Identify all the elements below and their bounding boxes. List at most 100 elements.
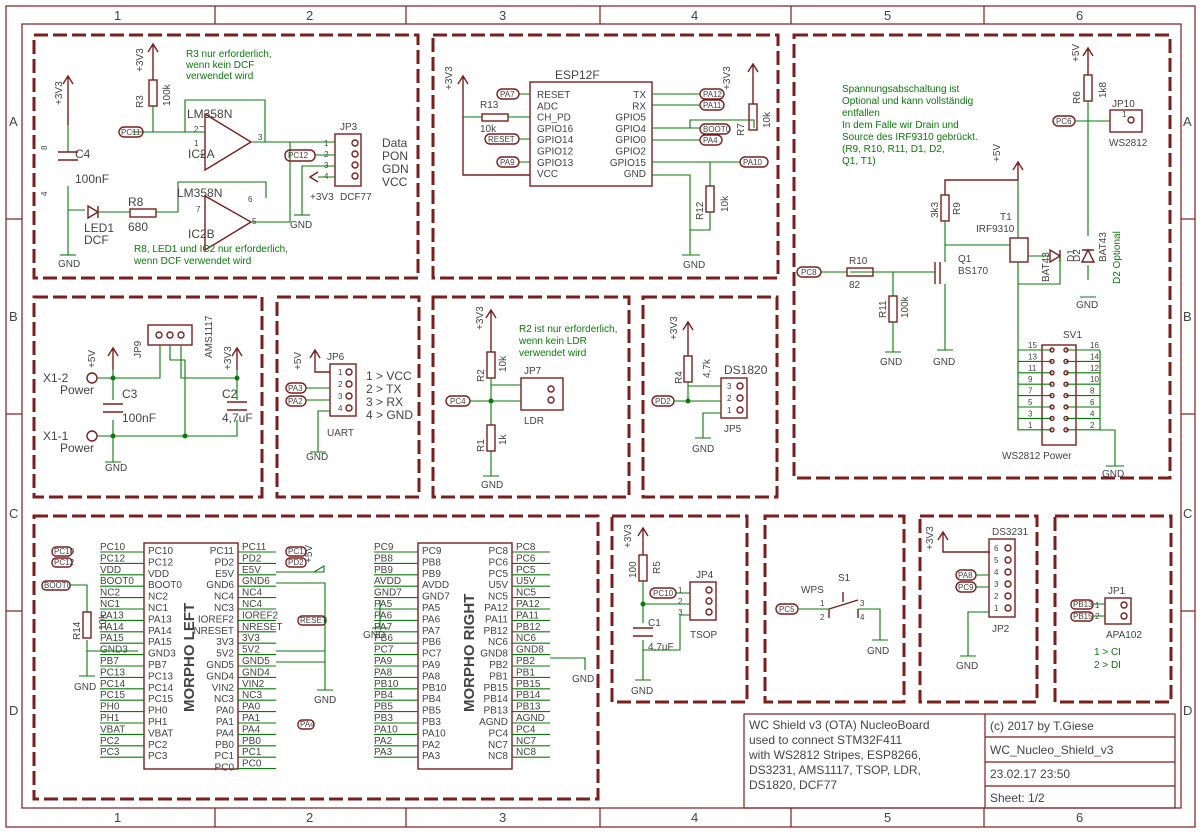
mleft-outer-left: VDD bbox=[100, 565, 121, 576]
svg-text:APA102: APA102 bbox=[1106, 630, 1142, 641]
mleft-outer-right: NC4 bbox=[242, 588, 262, 599]
mleft-outer-right: 3V3 bbox=[242, 633, 260, 644]
svg-text:2: 2 bbox=[994, 592, 999, 601]
svg-text:GND: GND bbox=[933, 357, 955, 368]
mright-outer-left: PA2 bbox=[374, 736, 393, 747]
svg-text:+3V3: +3V3 bbox=[223, 346, 234, 370]
row-c: C bbox=[9, 506, 18, 521]
svg-text:4,7uF: 4,7uF bbox=[222, 411, 253, 425]
jp6-header bbox=[329, 363, 357, 417]
ic2b-type: LM358N bbox=[177, 186, 222, 200]
esp-pin-left: GPIO16 bbox=[537, 124, 574, 135]
svg-text:R14: R14 bbox=[72, 621, 83, 640]
mleft-inner-left: PC15 bbox=[148, 694, 173, 705]
svg-text:1 > CI: 1 > CI bbox=[1094, 647, 1121, 658]
mright-outer-left: PB6 bbox=[374, 633, 393, 644]
svg-text:R9: R9 bbox=[952, 202, 963, 215]
svg-text:3: 3 bbox=[860, 599, 865, 608]
mleft-inner-right: PA0 bbox=[216, 706, 235, 717]
r14-resistor bbox=[82, 611, 92, 639]
mright-outer-right: PC4 bbox=[516, 724, 536, 735]
mleft-outer-right: PC0 bbox=[242, 759, 262, 770]
svg-text:X1-1: X1-1 bbox=[43, 429, 69, 443]
sv1-pin bbox=[1063, 427, 1069, 433]
mright-outer-right: GND8 bbox=[516, 645, 544, 656]
mright-outer-left: PB9 bbox=[374, 565, 393, 576]
sv1-pin bbox=[1049, 427, 1055, 433]
dcf-note1-l2: wenn kein DCF bbox=[185, 60, 254, 71]
svg-text:PC11: PC11 bbox=[288, 547, 308, 556]
sv1-pin bbox=[1063, 392, 1069, 399]
mright-inner-left: PB9 bbox=[422, 569, 441, 580]
r3-value: 100k bbox=[162, 83, 173, 106]
title-desc-5: DS1820, DCF77 bbox=[749, 778, 837, 792]
svg-text:3: 3 bbox=[678, 608, 683, 617]
svg-text:SV1: SV1 bbox=[1063, 330, 1082, 341]
svg-text:JP7: JP7 bbox=[524, 366, 542, 377]
title-desc-4: DS3231, AMS1117, TSOP, LDR, bbox=[749, 763, 921, 777]
mleft-outer-right: PB0 bbox=[242, 736, 261, 747]
c4-label: C4 bbox=[75, 147, 91, 161]
svg-text:UART: UART bbox=[327, 428, 354, 439]
esp-pin-left: GPIO14 bbox=[537, 135, 574, 146]
svg-text:+3V3: +3V3 bbox=[623, 524, 634, 548]
mright-outer-right: NC6 bbox=[516, 633, 536, 644]
col-6: 6 bbox=[1076, 8, 1083, 23]
svg-text:4: 4 bbox=[338, 404, 343, 413]
mleft-outer-left: PC13 bbox=[100, 667, 125, 678]
svg-text:2 > DI: 2 > DI bbox=[1094, 660, 1121, 671]
svg-text:JP10: JP10 bbox=[1112, 99, 1135, 110]
c2-cap bbox=[227, 401, 247, 411]
svg-text:1k8: 1k8 bbox=[1098, 81, 1109, 98]
mleft-inner-left: PC2 bbox=[148, 740, 168, 751]
svg-text:PA9: PA9 bbox=[500, 158, 515, 167]
svg-text:3: 3 bbox=[727, 382, 732, 391]
mright-outer-left: PC9 bbox=[374, 542, 394, 553]
esp-pin-right: GND bbox=[624, 169, 646, 180]
mleft-outer-left: VBAT bbox=[100, 724, 125, 735]
tsop-block: +3V3 100 R5 JP4 1 2 3 TSOP PC10 C1 4,7uF… bbox=[623, 524, 718, 697]
svg-text:GND: GND bbox=[363, 630, 385, 641]
c1-cap bbox=[633, 627, 653, 637]
sv1-right-num: 10 bbox=[1090, 375, 1099, 384]
sv1-left-num: 9 bbox=[1028, 375, 1033, 384]
title-filename: WC_Nucleo_Shield_v3 bbox=[990, 743, 1114, 757]
svg-text:WS2812 Power: WS2812 Power bbox=[1002, 451, 1072, 462]
sv1-header bbox=[1041, 344, 1077, 446]
r6-resistor bbox=[1083, 74, 1093, 102]
svg-text:verwendet wird: verwendet wird bbox=[519, 348, 586, 359]
svg-text:2: 2 bbox=[678, 597, 683, 606]
svg-text:GND: GND bbox=[306, 452, 328, 463]
mleft-outer-right: IOREF2 bbox=[242, 610, 279, 621]
mright-inner-right: NC5 bbox=[488, 592, 508, 603]
svg-text:3: 3 bbox=[994, 580, 999, 589]
morpho-left-title: MORPHO LEFT bbox=[181, 603, 198, 712]
jp1-header bbox=[1104, 597, 1132, 625]
morpho-right-chip bbox=[417, 542, 513, 770]
mleft-inner-right: NC3 bbox=[214, 694, 234, 705]
pin7: 7 bbox=[196, 205, 201, 214]
col-4-b: 4 bbox=[691, 810, 698, 825]
jp3-pin-pon: PON bbox=[382, 149, 408, 163]
svg-text:PA10: PA10 bbox=[743, 158, 763, 167]
dcf-note2-l1: R8, LED1 und IC2 nur erforderlich, bbox=[134, 244, 288, 255]
mright-inner-right: PC8 bbox=[489, 546, 509, 557]
x1-2-terminal bbox=[86, 372, 98, 384]
mright-outer-left: PA10 bbox=[374, 724, 398, 735]
dcf-supply1: +3V3 bbox=[54, 81, 65, 105]
svg-text:Optional und kann vollständig: Optional und kann vollständig bbox=[842, 96, 973, 107]
row-d-r: D bbox=[1183, 703, 1192, 718]
mright-inner-right: PC4 bbox=[489, 728, 509, 739]
svg-text:R7: R7 bbox=[736, 123, 747, 136]
t1-mosfet bbox=[1009, 237, 1029, 263]
svg-text:GND: GND bbox=[867, 646, 889, 657]
ic2a-label: IC2A bbox=[188, 147, 215, 161]
sv1-right-num: 8 bbox=[1090, 387, 1095, 396]
mright-inner-left: PC9 bbox=[422, 546, 442, 557]
svg-text:PC4: PC4 bbox=[450, 397, 466, 406]
mleft-outer-left: PA13 bbox=[100, 610, 124, 621]
row-c-r: C bbox=[1183, 506, 1192, 521]
mleft-inner-right: GND5 bbox=[206, 660, 234, 671]
